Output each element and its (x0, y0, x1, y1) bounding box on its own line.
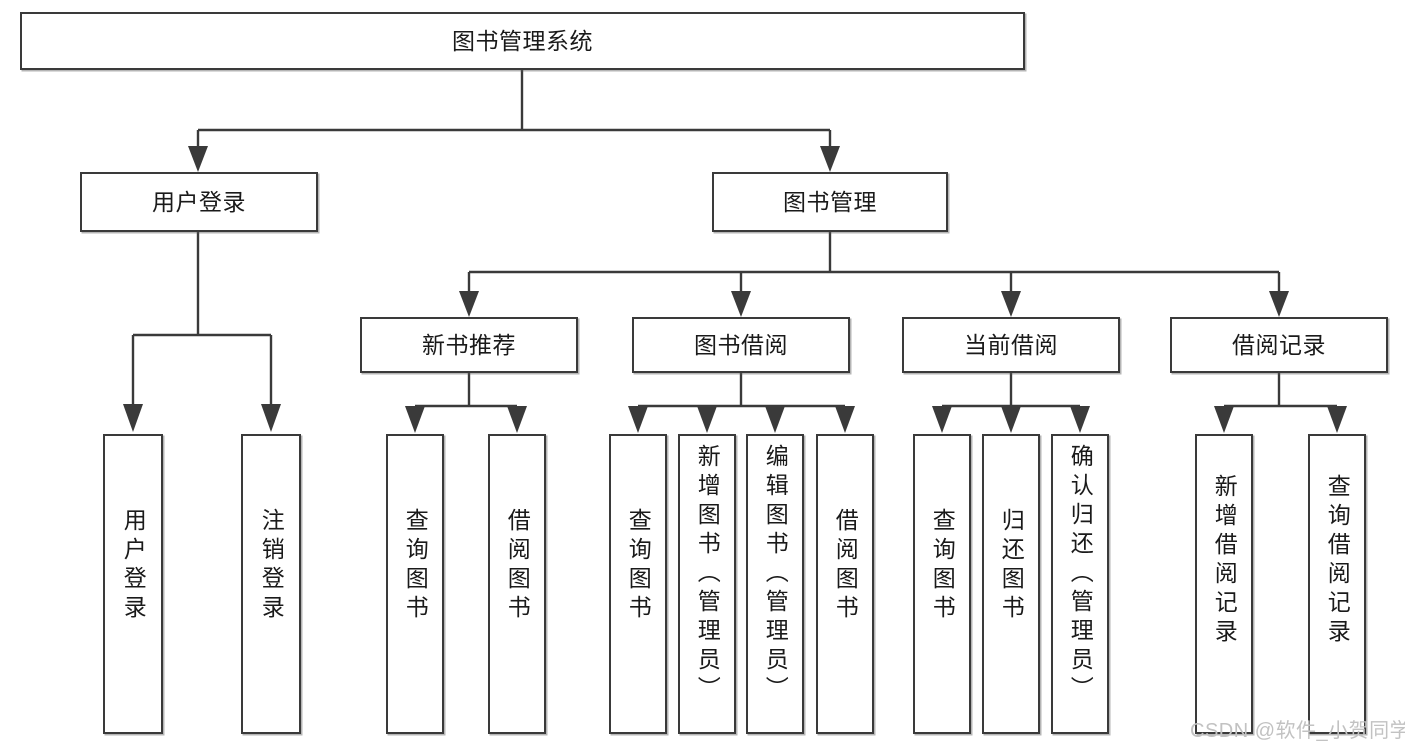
arrowhead-leaf-query-record (1327, 406, 1347, 433)
node-root[interactable]: 图书管理系统 (20, 12, 1025, 70)
arrowhead-leaf-confirm-return (1070, 406, 1090, 433)
node-leaf-query-book-2[interactable]: 查询图书 (609, 434, 667, 734)
node-leaf-add-record-label: 新增借阅记录 (1211, 474, 1238, 648)
node-leaf-edit-book-label: 编辑图书（管理员） (762, 444, 789, 705)
node-leaf-return-book[interactable]: 归还图书 (982, 434, 1040, 734)
node-borrow-record[interactable]: 借阅记录 (1170, 317, 1388, 373)
node-book-management[interactable]: 图书管理 (712, 172, 948, 232)
node-leaf-query-book-3-label: 查询图书 (929, 508, 956, 624)
arrowhead-borrow-record (1269, 291, 1289, 317)
arrowhead-leaf-borrow-book-2 (835, 406, 855, 433)
node-new-book-recommend-label: 新书推荐 (422, 331, 516, 358)
node-book-management-label: 图书管理 (783, 188, 877, 215)
node-root-label: 图书管理系统 (452, 27, 593, 54)
arrowhead-leaf-logout-login (261, 404, 281, 432)
arrowhead-leaf-query-book-3 (932, 406, 952, 433)
node-leaf-confirm-return-label: 确认归还（管理员） (1067, 444, 1094, 705)
arrowhead-leaf-query-book-2 (628, 406, 648, 433)
arrowhead-new-book-recommend (459, 291, 479, 317)
arrowhead-leaf-edit-book (765, 406, 785, 433)
node-leaf-query-book-2-label: 查询图书 (625, 508, 652, 624)
arrowhead-user-login (188, 146, 208, 172)
node-leaf-confirm-return[interactable]: 确认归还（管理员） (1051, 434, 1109, 734)
arrowhead-leaf-add-record (1214, 406, 1234, 433)
node-book-borrow[interactable]: 图书借阅 (632, 317, 850, 373)
node-leaf-return-book-label: 归还图书 (998, 508, 1025, 624)
arrowhead-leaf-add-book (697, 406, 717, 433)
node-new-book-recommend[interactable]: 新书推荐 (360, 317, 578, 373)
node-book-borrow-label: 图书借阅 (694, 331, 788, 358)
node-user-login[interactable]: 用户登录 (80, 172, 318, 232)
node-leaf-add-book[interactable]: 新增图书（管理员） (678, 434, 736, 734)
node-leaf-borrow-book-1[interactable]: 借阅图书 (488, 434, 546, 734)
node-leaf-query-book-1[interactable]: 查询图书 (386, 434, 444, 734)
node-leaf-borrow-book-1-label: 借阅图书 (504, 508, 531, 624)
node-leaf-add-book-label: 新增图书（管理员） (694, 444, 721, 705)
node-user-login-label: 用户登录 (152, 188, 246, 215)
arrowhead-leaf-borrow-book-1 (507, 406, 527, 433)
node-leaf-query-book-3[interactable]: 查询图书 (913, 434, 971, 734)
node-leaf-borrow-book-2-label: 借阅图书 (832, 508, 859, 624)
arrowhead-leaf-return-book (1001, 406, 1021, 433)
node-leaf-add-record[interactable]: 新增借阅记录 (1195, 434, 1253, 734)
node-leaf-query-book-1-label: 查询图书 (402, 508, 429, 624)
arrowhead-book-borrow (731, 291, 751, 317)
node-leaf-query-record-label: 查询借阅记录 (1324, 474, 1351, 648)
node-leaf-logout-login-label: 注销登录 (258, 508, 285, 624)
node-leaf-logout-login[interactable]: 注销登录 (241, 434, 301, 734)
node-borrow-record-label: 借阅记录 (1232, 331, 1326, 358)
arrowhead-current-borrow (1001, 291, 1021, 317)
arrowhead-leaf-user-login (123, 404, 143, 432)
node-leaf-query-record[interactable]: 查询借阅记录 (1308, 434, 1366, 734)
arrowhead-book-management (820, 146, 840, 172)
node-leaf-borrow-book-2[interactable]: 借阅图书 (816, 434, 874, 734)
node-current-borrow[interactable]: 当前借阅 (902, 317, 1120, 373)
node-leaf-edit-book[interactable]: 编辑图书（管理员） (746, 434, 804, 734)
node-leaf-user-login-label: 用户登录 (120, 508, 147, 624)
node-current-borrow-label: 当前借阅 (964, 331, 1058, 358)
arrowhead-leaf-query-book-1 (405, 406, 425, 433)
node-leaf-user-login[interactable]: 用户登录 (103, 434, 163, 734)
csdn-watermark: CSDN @软件_小贺同学 (1190, 720, 1405, 742)
